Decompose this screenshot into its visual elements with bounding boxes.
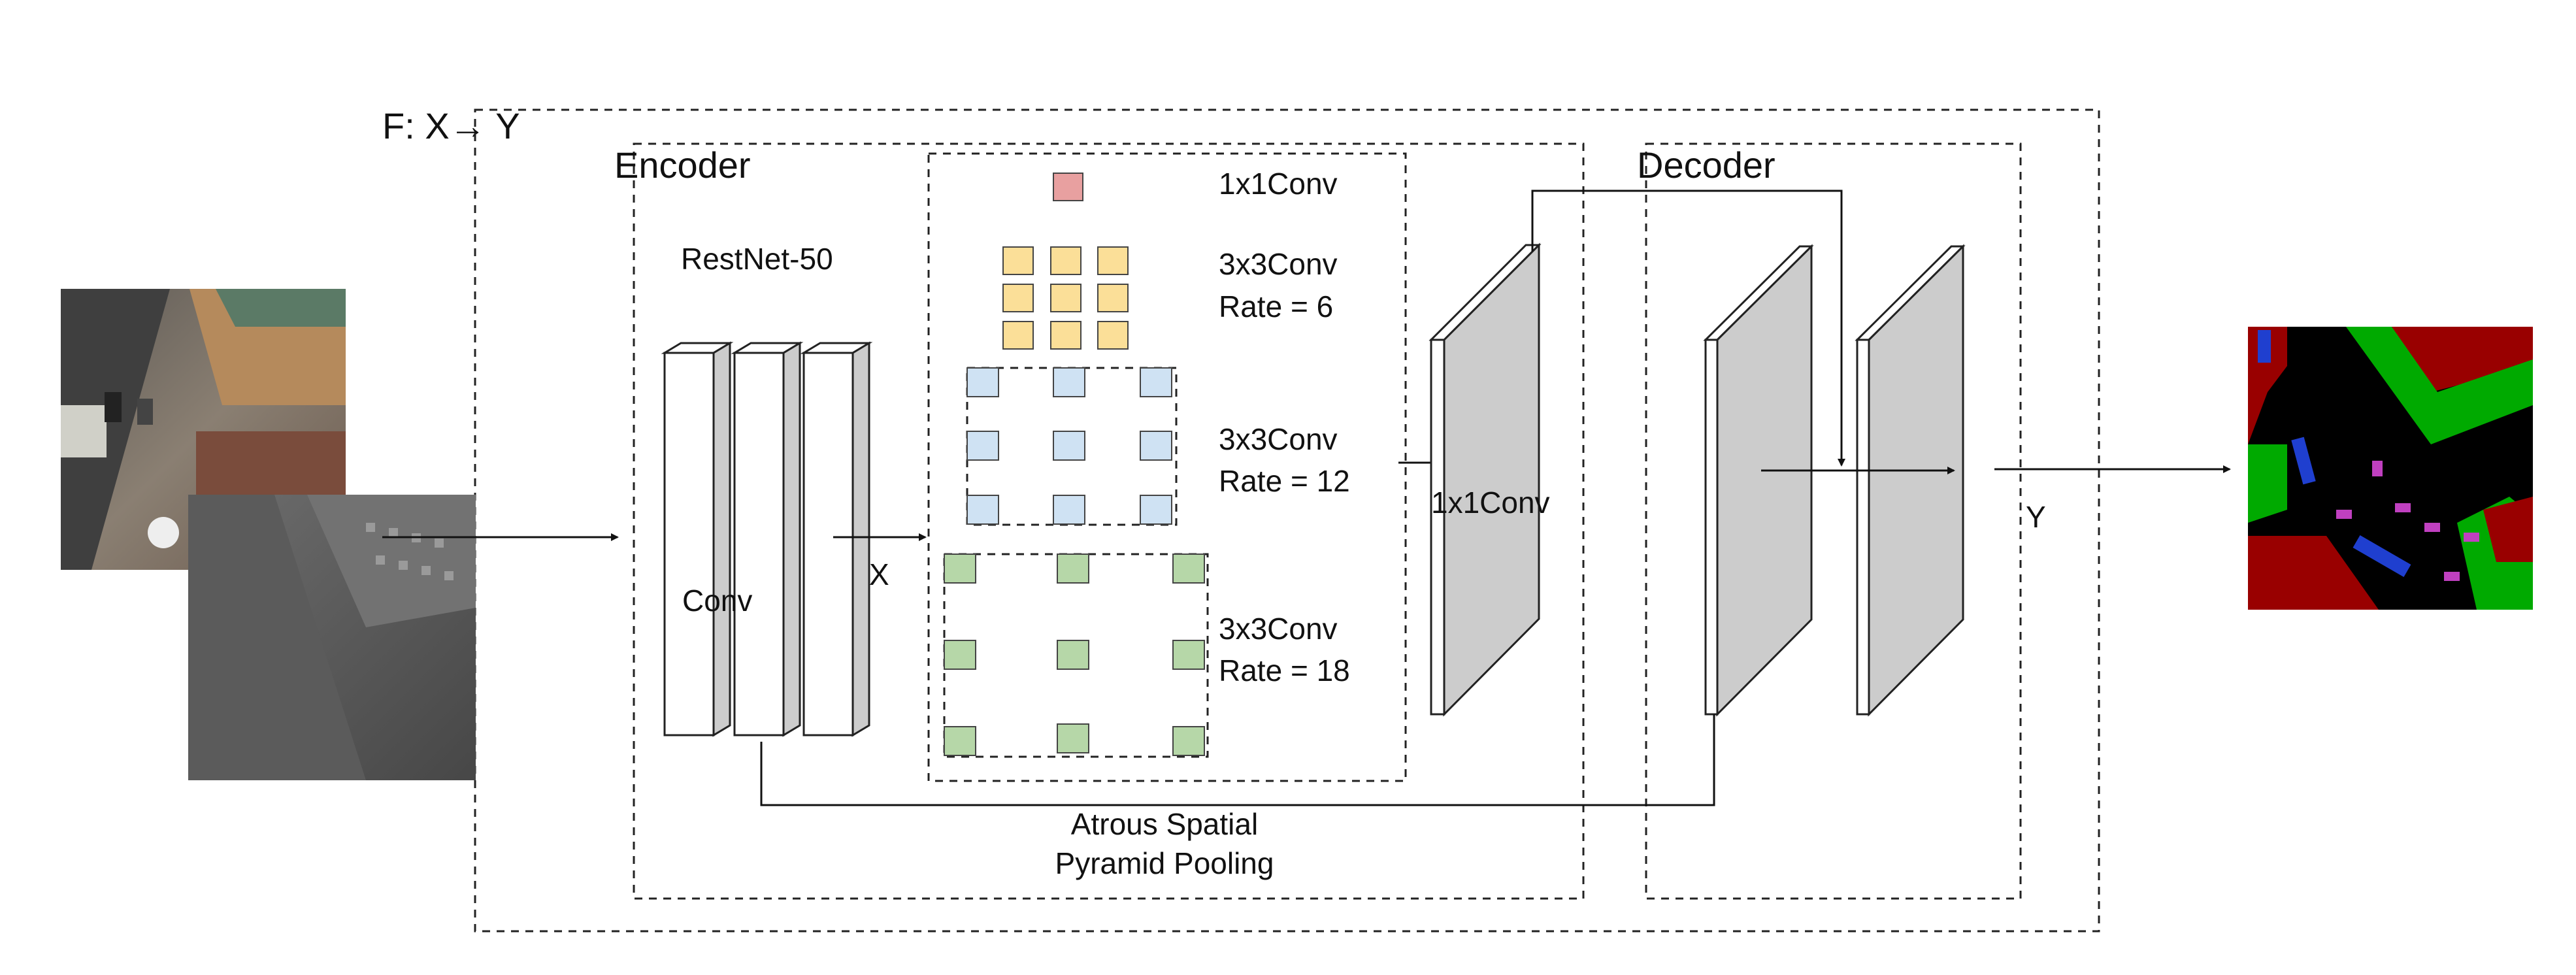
aspp-box xyxy=(927,152,1407,782)
middle-conv-label: 1x1Conv xyxy=(1431,486,1550,520)
aspp-rate3-label: Rate = 12 xyxy=(1219,464,1350,498)
aspp-caption-line2: Pyramid Pooling xyxy=(1055,846,1274,880)
aspp-rate2-label: Rate = 6 xyxy=(1219,289,1333,323)
title-label: F: X→ Y xyxy=(382,105,520,146)
y-label: Y xyxy=(2026,500,2046,534)
kernel-1x1 xyxy=(1053,173,1083,201)
aspp-conv3-label: 3x3Conv xyxy=(1219,422,1338,456)
decoder-box xyxy=(1645,142,2022,900)
resnet-block-3 xyxy=(800,341,873,737)
output-segmentation-map xyxy=(2248,327,2533,610)
outer-function-box xyxy=(474,108,2100,933)
backbone-label: RestNet-50 xyxy=(681,242,833,276)
decoder-label: Decoder xyxy=(1637,144,1775,186)
encoder-label: Encoder xyxy=(614,144,751,186)
arrow-middle-to-decoder xyxy=(1531,190,1845,467)
decoder-panel-1 xyxy=(1703,244,1814,717)
encoder-box xyxy=(633,142,1585,900)
kernel-3x3-rate-12 xyxy=(966,367,1172,525)
aspp-caption-line1: Atrous Spatial xyxy=(1071,807,1258,841)
resnet-block-1 xyxy=(661,341,734,737)
decoder-panel-2 xyxy=(1855,244,1966,717)
resnet-block-2 xyxy=(731,341,804,737)
kernel-3x3-rate-6 xyxy=(1002,246,1129,350)
skip-connection-line xyxy=(760,714,1715,806)
x-label: X xyxy=(869,557,889,591)
input-image-grey xyxy=(188,495,476,780)
aspp-conv2-label: 3x3Conv xyxy=(1219,247,1338,281)
aspp-conv1-label: 1x1Conv xyxy=(1219,167,1338,201)
aspp-rate4-label: Rate = 18 xyxy=(1219,653,1350,687)
aspp-conv4-label: 3x3Conv xyxy=(1219,612,1338,646)
conv-label: Conv xyxy=(682,584,752,618)
kernel-3x3-rate-18 xyxy=(944,554,1205,756)
middle-conv-panel xyxy=(1428,242,1542,717)
